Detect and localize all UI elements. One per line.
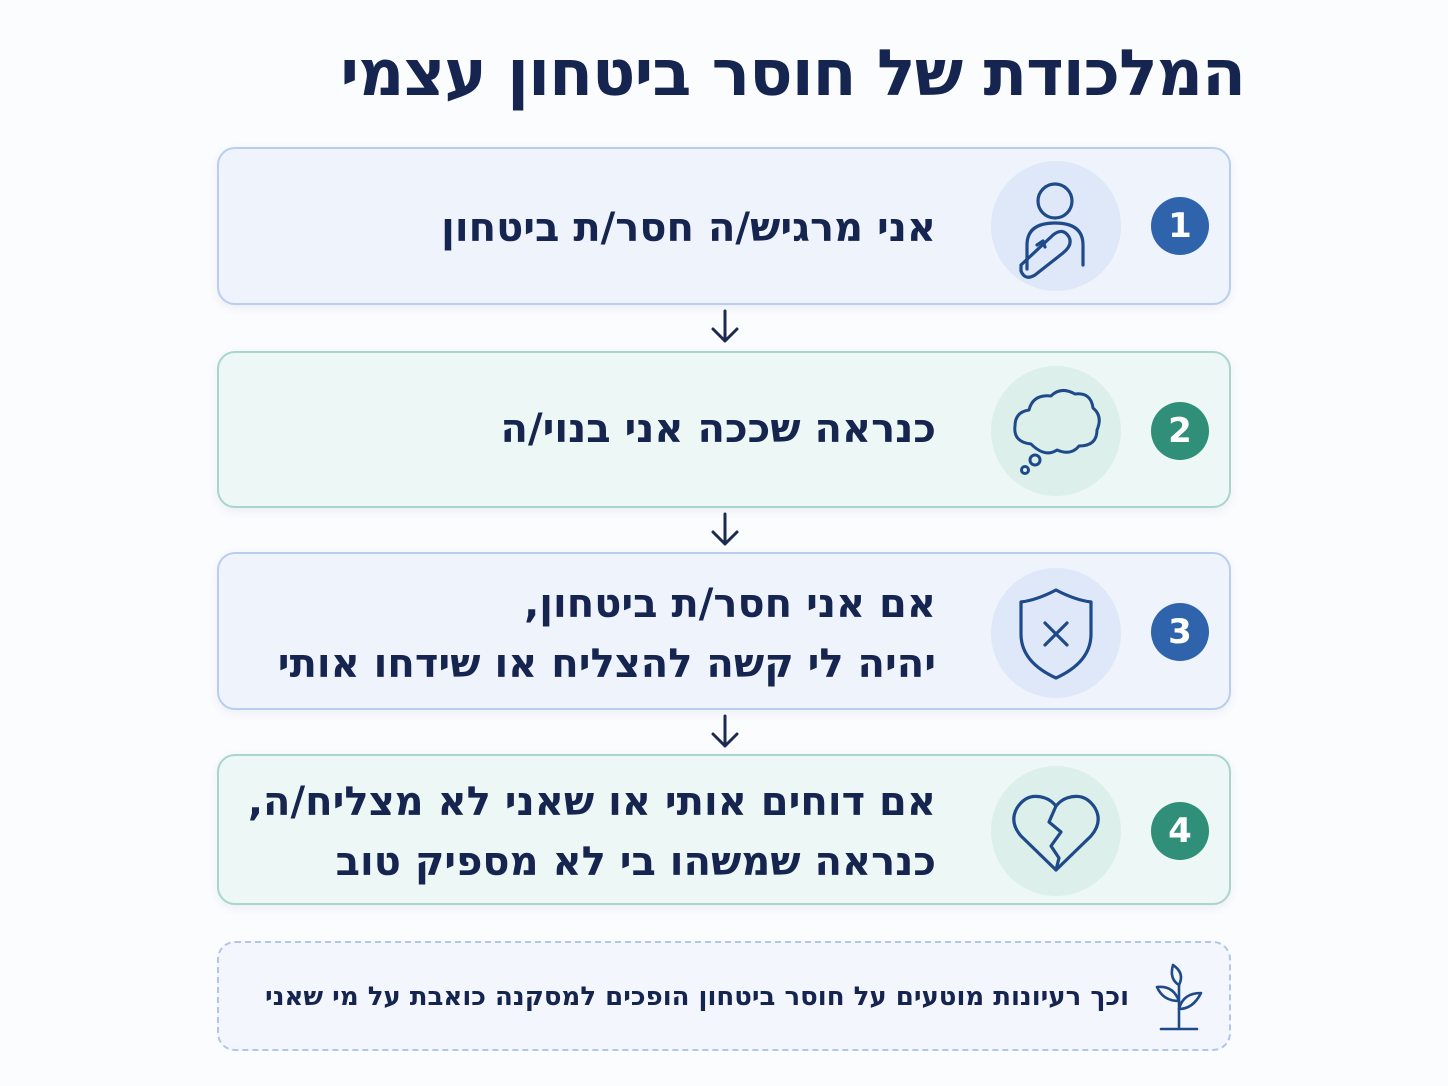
step-1-card: 1 אני מרגיש/ה חסר/ת ביטחון: [217, 147, 1231, 305]
step-1-icon-circle: [991, 161, 1121, 291]
step-3-line-1: אם אני חסר/ת ביטחון,: [524, 581, 936, 627]
step-4-icon-circle: [991, 766, 1121, 896]
step-3-number-badge: 3: [1151, 603, 1209, 661]
step-4-line-1: אם דוחים אותי או שאני לא מצליח/ה,: [247, 779, 936, 825]
step-2-number-badge: 2: [1151, 402, 1209, 460]
down-arrow-icon: [711, 512, 739, 546]
step-1-text: אני מרגיש/ה חסר/ת ביטחון: [256, 198, 936, 258]
step-4-text: אם דוחים אותי או שאני לא מצליח/ה, כנראה …: [247, 772, 936, 892]
page-title: המלכודת של חוסר ביטחון עצמי: [340, 37, 1246, 111]
sprout-icon: [1155, 963, 1203, 1031]
step-3-line-2: יהיה לי קשה להצליח או שידחו אותי: [277, 641, 936, 687]
thought-bubble-icon: [1013, 389, 1101, 475]
step-3-icon-circle: [991, 568, 1121, 698]
conclusion-box: וכך רעיונות מוטעים על חוסר ביטחון הופכים…: [217, 941, 1231, 1051]
down-arrow-icon: [711, 309, 739, 343]
conclusion-text: וכך רעיונות מוטעים על חוסר ביטחון הופכים…: [265, 982, 1129, 1012]
step-4-card: 4 אם דוחים אותי או שאני לא מצליח/ה, כנרא…: [217, 754, 1231, 905]
shield-x-icon: [1019, 588, 1093, 680]
step-2-text: כנראה שככה אני בנוי/ה: [256, 399, 936, 459]
step-3-text: אם אני חסר/ת ביטחון, יהיה לי קשה להצליח …: [256, 574, 936, 694]
step-4-number-badge: 4: [1151, 802, 1209, 860]
step-1-number-badge: 1: [1151, 197, 1209, 255]
step-2-card: 2 כנראה שככה אני בנוי/ה: [217, 351, 1231, 508]
step-4-line-2: כנראה שמשהו בי לא מספיק טוב: [335, 839, 936, 885]
step-2-icon-circle: [991, 366, 1121, 496]
step-1-line-1: אני מרגיש/ה חסר/ת ביטחון: [441, 205, 936, 251]
broken-heart-icon: [1012, 794, 1100, 872]
step-3-card: 3 אם אני חסר/ת ביטחון, יהיה לי קשה להצלי…: [217, 552, 1231, 710]
down-arrow-icon: [711, 714, 739, 748]
step-2-line-1: כנראה שככה אני בנוי/ה: [500, 406, 936, 452]
person-icon: [1019, 182, 1085, 279]
